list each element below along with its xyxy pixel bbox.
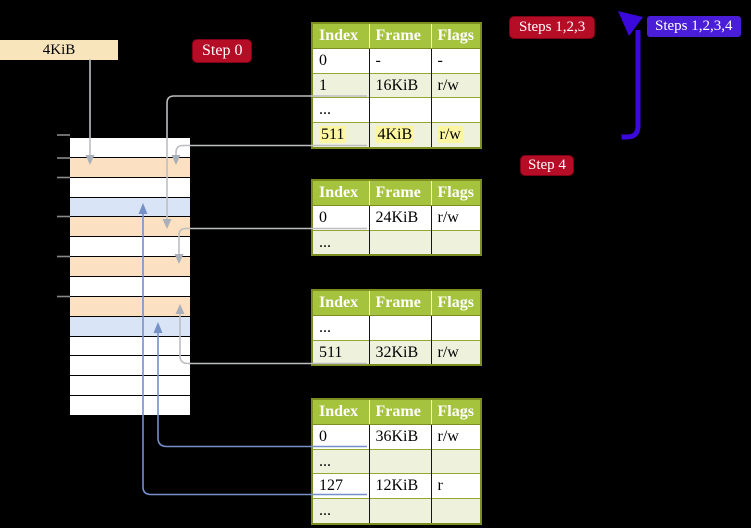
flags-cell: r/w: [430, 72, 481, 98]
memory-frame-row: [70, 316, 190, 337]
frame-cell: [368, 97, 431, 123]
column-header-flags: Flags: [430, 399, 481, 425]
index-cell: ...: [312, 229, 369, 256]
column-header-frame: Frame: [368, 290, 431, 316]
flags-cell: r/w: [430, 205, 481, 231]
column-header-index: Index: [312, 23, 369, 49]
index-cell: 0: [312, 424, 369, 450]
table-row: 127 12KiB r: [312, 473, 481, 499]
memory-tick-marks: [57, 134, 70, 298]
table-row: 0 - -: [312, 48, 481, 74]
table-header-row: Index Frame Flags: [312, 399, 481, 425]
frame-cell: 4KiB: [368, 122, 431, 148]
column-header-flags: Flags: [430, 180, 481, 206]
flags-cell: [430, 498, 481, 524]
flags-cell: [430, 315, 481, 341]
steps-1-2-3-4-label: Steps 1,2,3,4: [647, 16, 741, 37]
table-row: ...: [312, 448, 481, 474]
memory-frame-row: [70, 396, 190, 417]
table-row: ...: [312, 315, 481, 341]
table-row: 511 32KiB r/w: [312, 339, 481, 366]
memory-frame-row: [70, 157, 190, 178]
step-0-label: Step 0: [192, 39, 253, 64]
frame-cell: [368, 315, 431, 341]
page-table-1: Index Frame Flags 0 - - 1 16KiB r/w ...: [311, 22, 482, 149]
column-header-flags: Flags: [430, 23, 481, 49]
flags-cell: [430, 97, 481, 123]
memory-frame-row: [70, 296, 190, 317]
flags-cell: r/w: [430, 424, 481, 450]
frame-cell: [368, 448, 431, 474]
memory-frame-row: [70, 356, 190, 377]
table-row: ...: [312, 97, 481, 123]
flags-cell: -: [430, 48, 481, 74]
flags-cell: r/w: [430, 122, 481, 148]
page-table-3: Index Frame Flags ... 511 32KiB r/w: [311, 289, 482, 367]
table-row: ...: [312, 498, 481, 524]
index-cell: ...: [312, 448, 369, 474]
frame-size-box: 4KiB: [0, 40, 118, 60]
column-header-frame: Frame: [368, 23, 431, 49]
index-cell: 511: [312, 122, 369, 148]
memory-frame-row: [70, 197, 190, 218]
frame-cell: [368, 229, 431, 256]
memory-frame-row: [70, 177, 190, 198]
memory-frame-row: [70, 277, 190, 297]
frame-cell: 36KiB: [368, 424, 431, 450]
index-cell: 511: [312, 339, 369, 366]
column-header-index: Index: [312, 399, 369, 425]
index-cell: ...: [312, 315, 369, 341]
frame-cell: 32KiB: [368, 339, 431, 366]
steps-1-2-3-label: Steps 1,2,3: [509, 16, 596, 39]
table-row: 0 36KiB r/w: [312, 424, 481, 450]
frame-cell: 12KiB: [368, 473, 431, 499]
flags-cell: r/w: [430, 339, 481, 366]
memory-frame-row: [70, 336, 190, 357]
memory-frame-row: [70, 257, 190, 278]
flags-cell: r: [430, 473, 481, 499]
step-4-label: Step 4: [520, 155, 574, 176]
table-header-row: Index Frame Flags: [312, 290, 481, 316]
index-cell: ...: [312, 97, 369, 123]
table-header-row: Index Frame Flags: [312, 23, 481, 49]
frame-cell: [368, 498, 431, 524]
index-cell: 127: [312, 473, 369, 499]
table-row: ...: [312, 229, 481, 256]
index-cell: 0: [312, 48, 369, 74]
memory-frame-row: [70, 237, 190, 258]
frame-cell: 24KiB: [368, 205, 431, 231]
memory-frame-row: [70, 376, 190, 397]
column-header-flags: Flags: [430, 290, 481, 316]
index-cell: 0: [312, 205, 369, 231]
physical-memory-column: [70, 137, 190, 417]
table-row: 0 24KiB r/w: [312, 205, 481, 231]
memory-frame-row: [70, 217, 190, 238]
column-header-frame: Frame: [368, 180, 431, 206]
page-table-4: Index Frame Flags 0 36KiB r/w ... 127 12…: [311, 398, 482, 525]
recursive-loop-arrow: [618, 11, 643, 140]
memory-frame-row: [70, 138, 190, 158]
table-row-recursive-entry: 511 4KiB r/w: [312, 122, 481, 148]
table-header-row: Index Frame Flags: [312, 180, 481, 206]
frame-cell: 16KiB: [368, 72, 431, 98]
index-cell: 1: [312, 72, 369, 98]
column-header-index: Index: [312, 290, 369, 316]
flags-cell: [430, 448, 481, 474]
column-header-index: Index: [312, 180, 369, 206]
column-header-frame: Frame: [368, 399, 431, 425]
index-cell: ...: [312, 498, 369, 524]
page-table-2: Index Frame Flags 0 24KiB r/w ...: [311, 179, 482, 257]
flags-cell: [430, 229, 481, 256]
table-row: 1 16KiB r/w: [312, 72, 481, 98]
frame-cell: -: [368, 48, 431, 74]
